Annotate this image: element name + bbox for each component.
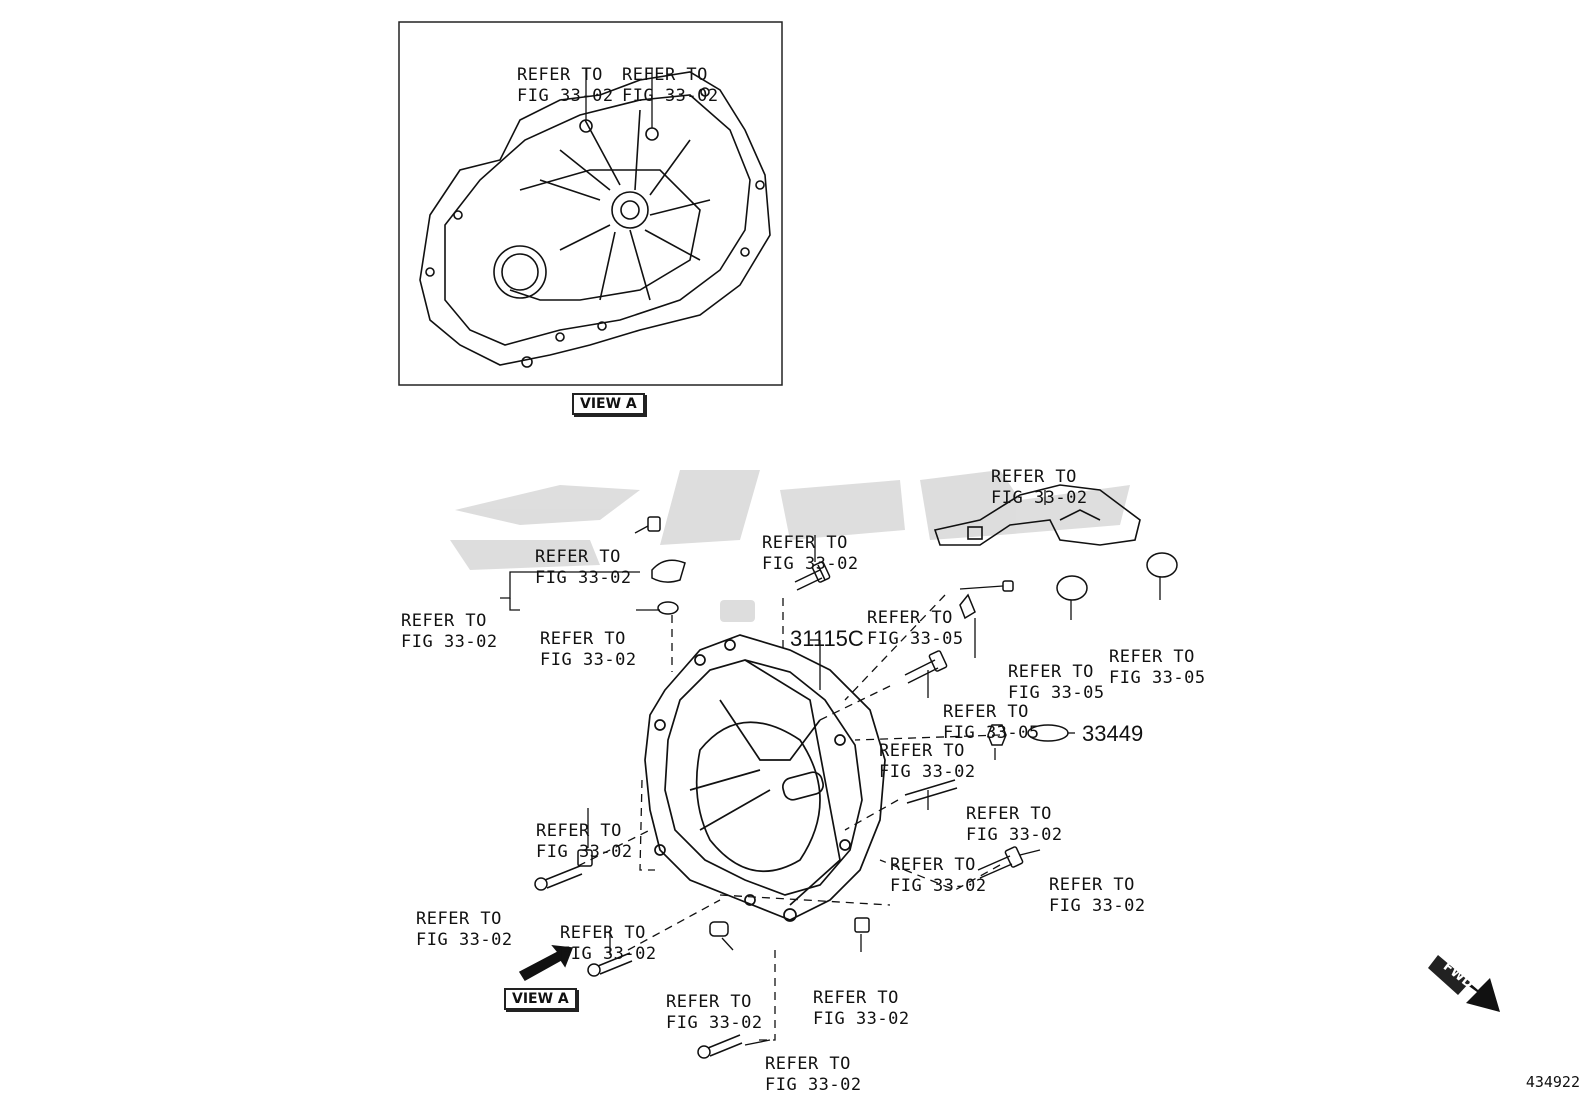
part-number-31115c: 31115C xyxy=(790,626,864,651)
part-number-33449: 33449 xyxy=(1082,721,1144,746)
leader-lines xyxy=(500,490,1161,1046)
view-a-label-lower: VIEW A xyxy=(504,988,577,1010)
bracket-drawing xyxy=(933,484,1141,546)
image-number: 434922 xyxy=(1525,1073,1580,1091)
small-parts xyxy=(518,516,1178,1059)
housing-31115c-drawing xyxy=(644,634,886,922)
fwd-arrow-icon xyxy=(1428,955,1500,1012)
view-a-frame xyxy=(398,21,783,386)
watermark-logo xyxy=(450,470,1130,622)
view-a-leaders xyxy=(585,68,653,128)
dashed-leaders xyxy=(577,594,1001,1041)
view-a-label: VIEW A xyxy=(572,393,645,415)
view-a-housing-drawing xyxy=(419,71,771,368)
